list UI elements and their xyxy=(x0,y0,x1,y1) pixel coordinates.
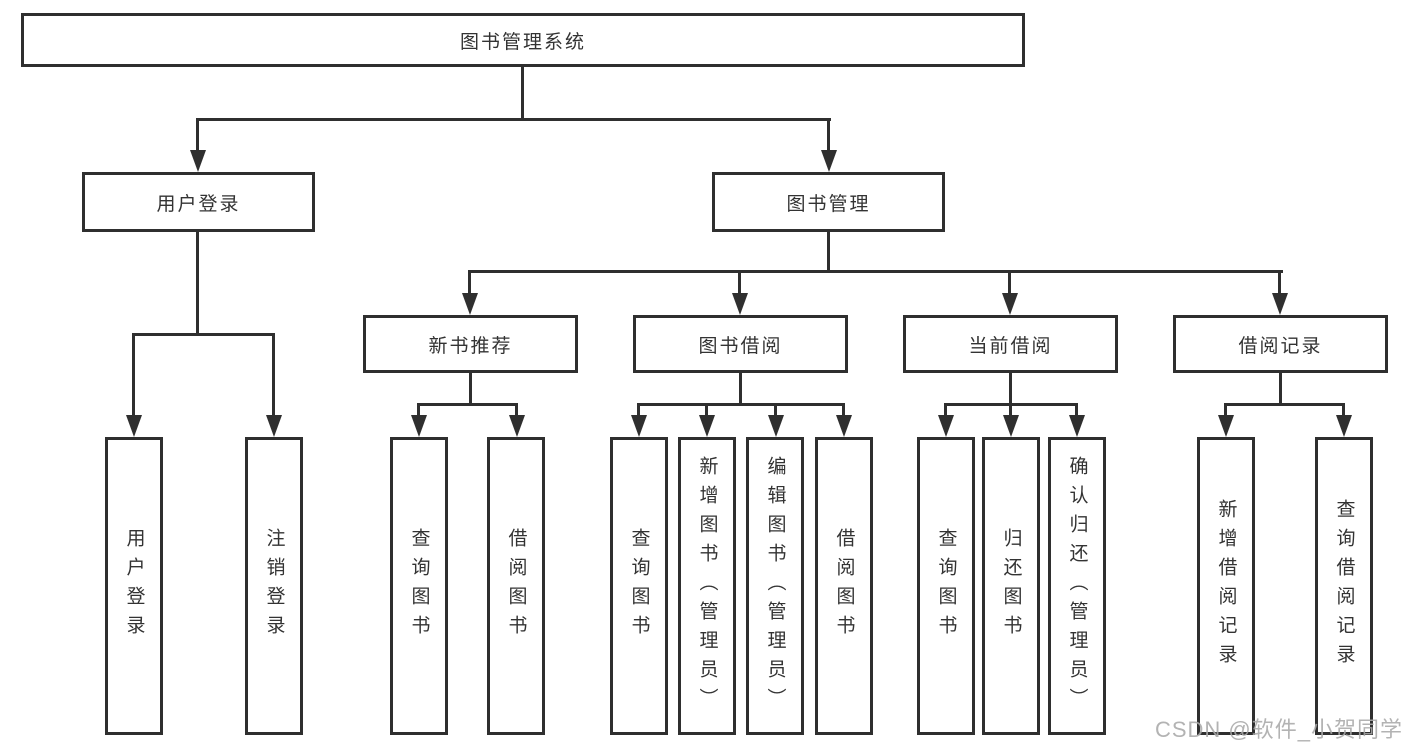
edge-root-trunk xyxy=(521,67,524,120)
edge-mgmt-group3-arrowhead xyxy=(1002,293,1018,315)
node-borrow-records-label: 借阅记录 xyxy=(1238,335,1323,357)
leaf-current-return-books: 归还图书 xyxy=(982,437,1040,735)
node-book-mgmt-label: 图书管理 xyxy=(786,193,871,215)
edge-group3-child3-stem xyxy=(1075,403,1078,417)
leaf-newrec-query-books: 查询图书 xyxy=(390,437,448,735)
edge-group3-trunk xyxy=(1009,373,1012,406)
edge-group2-crossbar xyxy=(637,403,845,406)
leaf-logout-label: 注销登录 xyxy=(263,528,285,644)
edge-group2-child2-stem xyxy=(705,403,708,417)
leaf-current-confirm-return-admin-label: 确认归还（管理员） xyxy=(1066,455,1088,717)
edge-mgmt-group4-stem xyxy=(1278,270,1281,295)
leaf-records-add-record: 新增借阅记录 xyxy=(1197,437,1255,735)
leaf-borrow-edit-books-admin-label: 编辑图书（管理员） xyxy=(764,455,786,717)
leaf-borrow-borrow-books: 借阅图书 xyxy=(815,437,873,735)
leaf-records-query-record-label: 查询借阅记录 xyxy=(1333,499,1355,673)
edge-group3-child1-arrowhead xyxy=(938,415,954,437)
node-book-borrowing-label: 图书借阅 xyxy=(698,335,783,357)
leaf-newrec-borrow-books-label: 借阅图书 xyxy=(505,528,527,644)
edge-login-child1-arrowhead xyxy=(126,415,142,437)
node-new-book-recommend-label: 新书推荐 xyxy=(428,335,513,357)
edge-login-crossbar xyxy=(132,333,275,336)
leaf-borrow-add-books-admin: 新增图书（管理员） xyxy=(678,437,736,735)
leaf-records-add-record-label: 新增借阅记录 xyxy=(1215,499,1237,673)
edge-mgmt-trunk xyxy=(827,232,830,273)
edge-group1-child1-arrowhead xyxy=(411,415,427,437)
csdn-watermark: CSDN @软件_小贺同学 xyxy=(1154,717,1403,742)
edge-group3-child1-stem xyxy=(944,403,947,417)
edge-root-mgmt-stem xyxy=(827,118,830,152)
edge-group4-crossbar xyxy=(1224,403,1345,406)
edge-group2-child2-arrowhead xyxy=(699,415,715,437)
node-user-login: 用户登录 xyxy=(82,172,315,232)
leaf-newrec-borrow-books: 借阅图书 xyxy=(487,437,545,735)
edge-group2-child1-stem xyxy=(637,403,640,417)
node-user-login-label: 用户登录 xyxy=(156,193,241,215)
leaf-borrow-query-books: 查询图书 xyxy=(610,437,668,735)
edge-mgmt-crossbar xyxy=(468,270,1283,273)
edge-group2-child3-stem xyxy=(774,403,777,417)
leaf-current-return-books-label: 归还图书 xyxy=(1000,528,1022,644)
leaf-records-query-record: 查询借阅记录 xyxy=(1315,437,1373,735)
edge-root-login-stem xyxy=(196,118,199,152)
edge-group2-child3-arrowhead xyxy=(768,415,784,437)
edge-mgmt-group2-stem xyxy=(738,270,741,295)
node-new-book-recommend: 新书推荐 xyxy=(363,315,578,373)
leaf-logout: 注销登录 xyxy=(245,437,303,735)
edge-root-login-arrowhead xyxy=(190,150,206,172)
edge-root-mgmt-arrowhead xyxy=(821,150,837,172)
node-current-borrowing-label: 当前借阅 xyxy=(968,335,1053,357)
node-book-mgmt: 图书管理 xyxy=(712,172,945,232)
edge-group4-child1-arrowhead xyxy=(1218,415,1234,437)
leaf-borrow-query-books-label: 查询图书 xyxy=(628,528,650,644)
edge-group4-trunk xyxy=(1279,373,1282,406)
edge-mgmt-group2-arrowhead xyxy=(732,293,748,315)
edge-group1-child2-stem xyxy=(515,403,518,417)
edge-group2-child4-stem xyxy=(842,403,845,417)
leaf-current-query-books-label: 查询图书 xyxy=(935,528,957,644)
edge-group1-child1-stem xyxy=(417,403,420,417)
node-root: 图书管理系统 xyxy=(21,13,1025,67)
node-current-borrowing: 当前借阅 xyxy=(903,315,1118,373)
edge-login-child2-stem xyxy=(272,333,275,417)
leaf-current-query-books: 查询图书 xyxy=(917,437,975,735)
edge-root-crossbar xyxy=(196,118,831,121)
edge-group3-child3-arrowhead xyxy=(1069,415,1085,437)
leaf-user-login: 用户登录 xyxy=(105,437,163,735)
leaf-borrow-edit-books-admin: 编辑图书（管理员） xyxy=(746,437,804,735)
edge-group4-child2-stem xyxy=(1342,403,1345,417)
edge-mgmt-group1-arrowhead xyxy=(462,293,478,315)
edge-mgmt-group4-arrowhead xyxy=(1272,293,1288,315)
edge-group3-child2-stem xyxy=(1009,403,1012,417)
leaf-borrow-borrow-books-label: 借阅图书 xyxy=(833,528,855,644)
node-borrow-records: 借阅记录 xyxy=(1173,315,1388,373)
edge-group1-crossbar xyxy=(417,403,518,406)
edge-group4-child2-arrowhead xyxy=(1336,415,1352,437)
edge-group3-child2-arrowhead xyxy=(1003,415,1019,437)
edge-login-trunk xyxy=(196,232,199,336)
node-root-label: 图书管理系统 xyxy=(459,31,586,53)
edge-login-child1-stem xyxy=(132,333,135,417)
edge-group1-trunk xyxy=(469,373,472,406)
edge-group2-trunk xyxy=(739,373,742,406)
leaf-user-login-label: 用户登录 xyxy=(123,528,145,644)
leaf-newrec-query-books-label: 查询图书 xyxy=(408,528,430,644)
edge-group4-child1-stem xyxy=(1224,403,1227,417)
edge-group2-child1-arrowhead xyxy=(631,415,647,437)
edge-group2-child4-arrowhead xyxy=(836,415,852,437)
edge-mgmt-group3-stem xyxy=(1008,270,1011,295)
leaf-current-confirm-return-admin: 确认归还（管理员） xyxy=(1048,437,1106,735)
edge-mgmt-group1-stem xyxy=(468,270,471,295)
edge-login-child2-arrowhead xyxy=(266,415,282,437)
leaf-borrow-add-books-admin-label: 新增图书（管理员） xyxy=(696,455,718,717)
node-book-borrowing: 图书借阅 xyxy=(633,315,848,373)
edge-group1-child2-arrowhead xyxy=(509,415,525,437)
